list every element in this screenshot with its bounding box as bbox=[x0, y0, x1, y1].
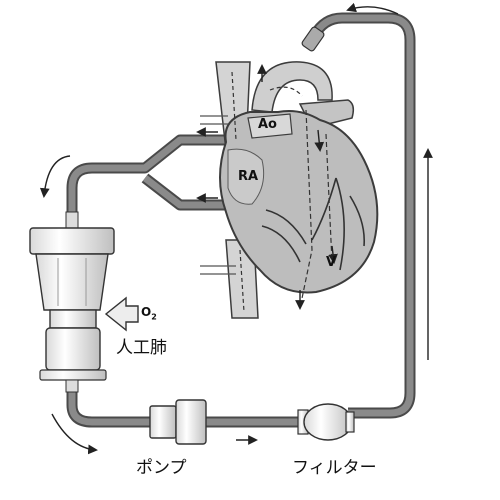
arterial-return-tube bbox=[309, 12, 416, 419]
right-atrium-label: RA bbox=[238, 169, 259, 184]
flow-arrow-icon bbox=[51, 413, 98, 455]
flow-arrow-icon bbox=[346, 2, 399, 15]
flow-arrow-icon bbox=[39, 155, 71, 198]
pump-label: ポンプ bbox=[136, 458, 187, 478]
aorta-label: Ao bbox=[258, 117, 277, 132]
venous-drainage-tube bbox=[66, 134, 225, 215]
filter-device bbox=[297, 403, 355, 441]
pump-device bbox=[149, 399, 207, 445]
oxygenator-device bbox=[29, 211, 115, 393]
oxygen-inlet-arrow-icon bbox=[104, 296, 139, 332]
filter-label: フィルター bbox=[292, 458, 377, 478]
oxygenator-label: 人工肺 bbox=[116, 338, 167, 358]
ventricle-label: V bbox=[326, 255, 337, 270]
bottom-tube bbox=[66, 390, 300, 428]
flow-arrows bbox=[39, 2, 433, 455]
oxygen-label: O2 bbox=[141, 305, 157, 322]
heart-illustration bbox=[200, 26, 379, 319]
